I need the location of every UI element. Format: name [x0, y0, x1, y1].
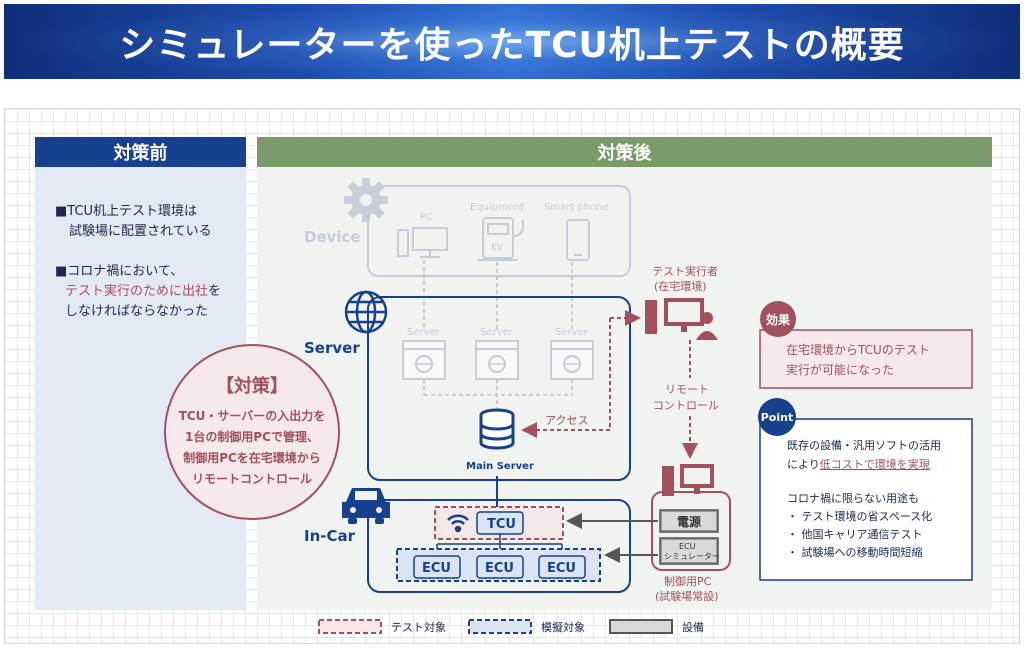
ecu-box-3: ECU: [538, 555, 586, 579]
pc-icon: [397, 227, 448, 258]
legend-equipment-label: 設備: [682, 620, 704, 634]
effect-box: [759, 329, 973, 389]
ev-label: EV: [491, 243, 504, 253]
page-title: シミュレーターを使ったTCU机上テストの概要: [119, 24, 905, 66]
ecu-box-2: ECU: [476, 555, 524, 579]
tester-line-1: テスト実行者: [652, 264, 718, 278]
control-pc-box: [651, 491, 731, 571]
legend-sim-swatch: [468, 619, 532, 634]
point-item-1: ・ テスト環境の省スペース化: [787, 509, 932, 523]
remote-line-1: リモート: [665, 383, 709, 396]
svg-text:Server: Server: [480, 327, 514, 338]
svg-text:ECU: ECU: [422, 561, 451, 576]
effect-line-2: 実行が可能になった: [786, 362, 894, 377]
car-icon: [342, 488, 390, 524]
smartphone-label: Smart phone: [544, 202, 609, 213]
effect-badge: [760, 301, 796, 337]
effect-line-1: 在宅環境からTCUのテスト: [786, 342, 930, 357]
point-line-3: コロナ禍に限らない用途も: [787, 491, 919, 505]
globe-icon: [344, 290, 388, 334]
legend-sim-label: 模擬対象: [541, 620, 585, 634]
svg-text:Server: Server: [407, 327, 441, 338]
measure-title: 【対策】: [216, 375, 288, 397]
legend-test-label: テスト対象: [391, 620, 446, 634]
server-box-2: Server: [475, 327, 519, 380]
device-server-links: [423, 260, 573, 330]
smartphone-icon: [566, 219, 590, 261]
server-box-3: Server: [550, 327, 594, 380]
before-bullet-2: ■コロナ禍において、 テスト実行のために出社を しなければならなかった: [55, 264, 222, 319]
legend-equipment-swatch: [609, 619, 673, 634]
device-group-box: [367, 185, 631, 277]
wifi-icon: [447, 514, 469, 533]
point-item-2: ・ 他国キャリア通信テスト: [787, 528, 923, 541]
server-box-1: Server: [402, 327, 446, 380]
tester-line-2: (在宅環境): [654, 279, 707, 293]
measure-circle: [164, 344, 340, 520]
control-pc-line-2: (試験場常設): [655, 589, 719, 603]
server-group-box: [367, 296, 631, 481]
before-bullet-1: ■TCU机上テスト環境は 試験場に配置されている: [55, 204, 212, 239]
tester-pc-icon: [645, 298, 718, 340]
measure-line-1: TCU・サーバーの入出力を: [179, 408, 326, 423]
ecu-sim-line-2: シミュレーター: [664, 552, 720, 561]
incar-label: In-Car: [304, 527, 356, 545]
device-label: Device: [304, 228, 361, 246]
ecu-sim-line-1: ECU: [679, 542, 696, 551]
pc-label: PC: [420, 212, 433, 223]
main-server-label: Main Server: [466, 461, 534, 472]
control-pc-line-1: 制御用PC: [664, 574, 712, 588]
incar-group-box: [367, 499, 631, 593]
svg-text:Server: Server: [555, 327, 589, 338]
database-icon: [479, 408, 515, 450]
ecu-box-1: ECU: [413, 555, 461, 579]
highlight-text: テスト実行のために出社: [65, 284, 209, 299]
tcu-label: TCU: [487, 517, 516, 532]
measure-line-3: 制御用PCを在宅環境から: [183, 450, 321, 465]
measure-line-4: リモートコントロール: [192, 472, 312, 486]
access-label: アクセス: [545, 414, 588, 427]
effect-tag: 効果: [766, 312, 790, 327]
point-badge: [758, 398, 796, 436]
point-tag: Point: [761, 411, 793, 424]
point-item-3: ・ 試験場への移動時間短縮: [787, 545, 923, 559]
server-main-links: [423, 379, 573, 408]
point-line-1: 既存の設備・汎用ソフトの活用: [787, 438, 941, 452]
title-banner: シミュレーターを使ったTCU机上テストの概要: [4, 4, 1020, 79]
power-label: 電源: [677, 514, 701, 529]
measure-line-2: 1台の制御用PCで管理、: [185, 429, 319, 444]
svg-text:ECU: ECU: [547, 561, 576, 576]
point-line-2: により低コストで環境を実現: [787, 457, 930, 471]
point-box: [759, 418, 973, 581]
svg-text:ECU: ECU: [485, 561, 514, 576]
server-label: Server: [304, 339, 360, 357]
gear-icon: [344, 178, 388, 222]
remote-line-2: コントロール: [653, 399, 719, 412]
control-pc-icon: [662, 464, 714, 496]
ev-charger-icon: [478, 217, 524, 261]
after-header: 対策後: [257, 137, 992, 167]
equipment-label: Equipment: [470, 202, 524, 213]
legend-test-swatch: [318, 619, 382, 634]
before-header: 対策前: [35, 137, 246, 167]
